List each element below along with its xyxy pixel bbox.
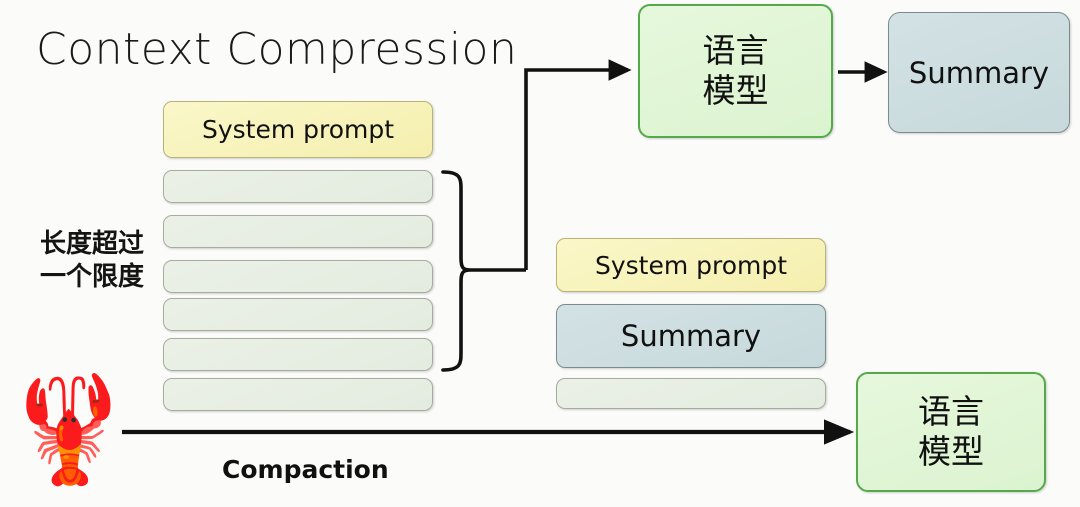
left-stack-system-prompt-label: System prompt bbox=[201, 115, 395, 144]
lobster-icon: 🦞 bbox=[4, 368, 134, 490]
middle-stack-message-1[interactable] bbox=[556, 378, 826, 409]
llm-box-top-label: 语言 模型 bbox=[703, 31, 769, 112]
llm-box-bottom-label: 语言 模型 bbox=[918, 392, 984, 473]
left-stack-message-4[interactable] bbox=[163, 298, 433, 331]
left-stack-message-5[interactable] bbox=[163, 338, 433, 371]
llm-box-top-label-line2: 模型 bbox=[702, 71, 769, 110]
llm-box-bottom-label-line2: 模型 bbox=[918, 432, 984, 471]
middle-stack-summary[interactable]: Summary bbox=[556, 304, 826, 368]
summary-output-label: Summary bbox=[908, 55, 1050, 90]
compaction-caption: Compaction bbox=[222, 455, 389, 484]
length-limit-note: 长度超过 一个限度 bbox=[22, 228, 162, 295]
middle-stack-system-prompt[interactable]: System prompt bbox=[556, 238, 826, 292]
llm-box-bottom-label-line1: 语言 bbox=[918, 391, 984, 431]
left-stack-message-6[interactable] bbox=[163, 378, 433, 411]
summary-output-box[interactable]: Summary bbox=[888, 12, 1070, 133]
left-stack-message-1[interactable] bbox=[163, 170, 433, 203]
length-limit-note-line1: 长度超过 bbox=[39, 229, 144, 259]
llm-box-bottom[interactable]: 语言 模型 bbox=[856, 372, 1046, 492]
middle-stack-summary-label: Summary bbox=[620, 319, 762, 353]
left-stack-message-3[interactable] bbox=[163, 260, 433, 293]
middle-stack-system-prompt-label: System prompt bbox=[594, 250, 788, 280]
llm-box-top-label-line1: 语言 bbox=[702, 30, 769, 70]
llm-box-top[interactable]: 语言 模型 bbox=[638, 4, 833, 138]
left-stack-message-2[interactable] bbox=[163, 215, 433, 248]
page-title: Context Compression bbox=[36, 24, 518, 75]
context-brace bbox=[441, 170, 472, 372]
length-limit-note-line2: 一个限度 bbox=[39, 262, 144, 293]
left-stack-system-prompt[interactable]: System prompt bbox=[163, 101, 433, 158]
